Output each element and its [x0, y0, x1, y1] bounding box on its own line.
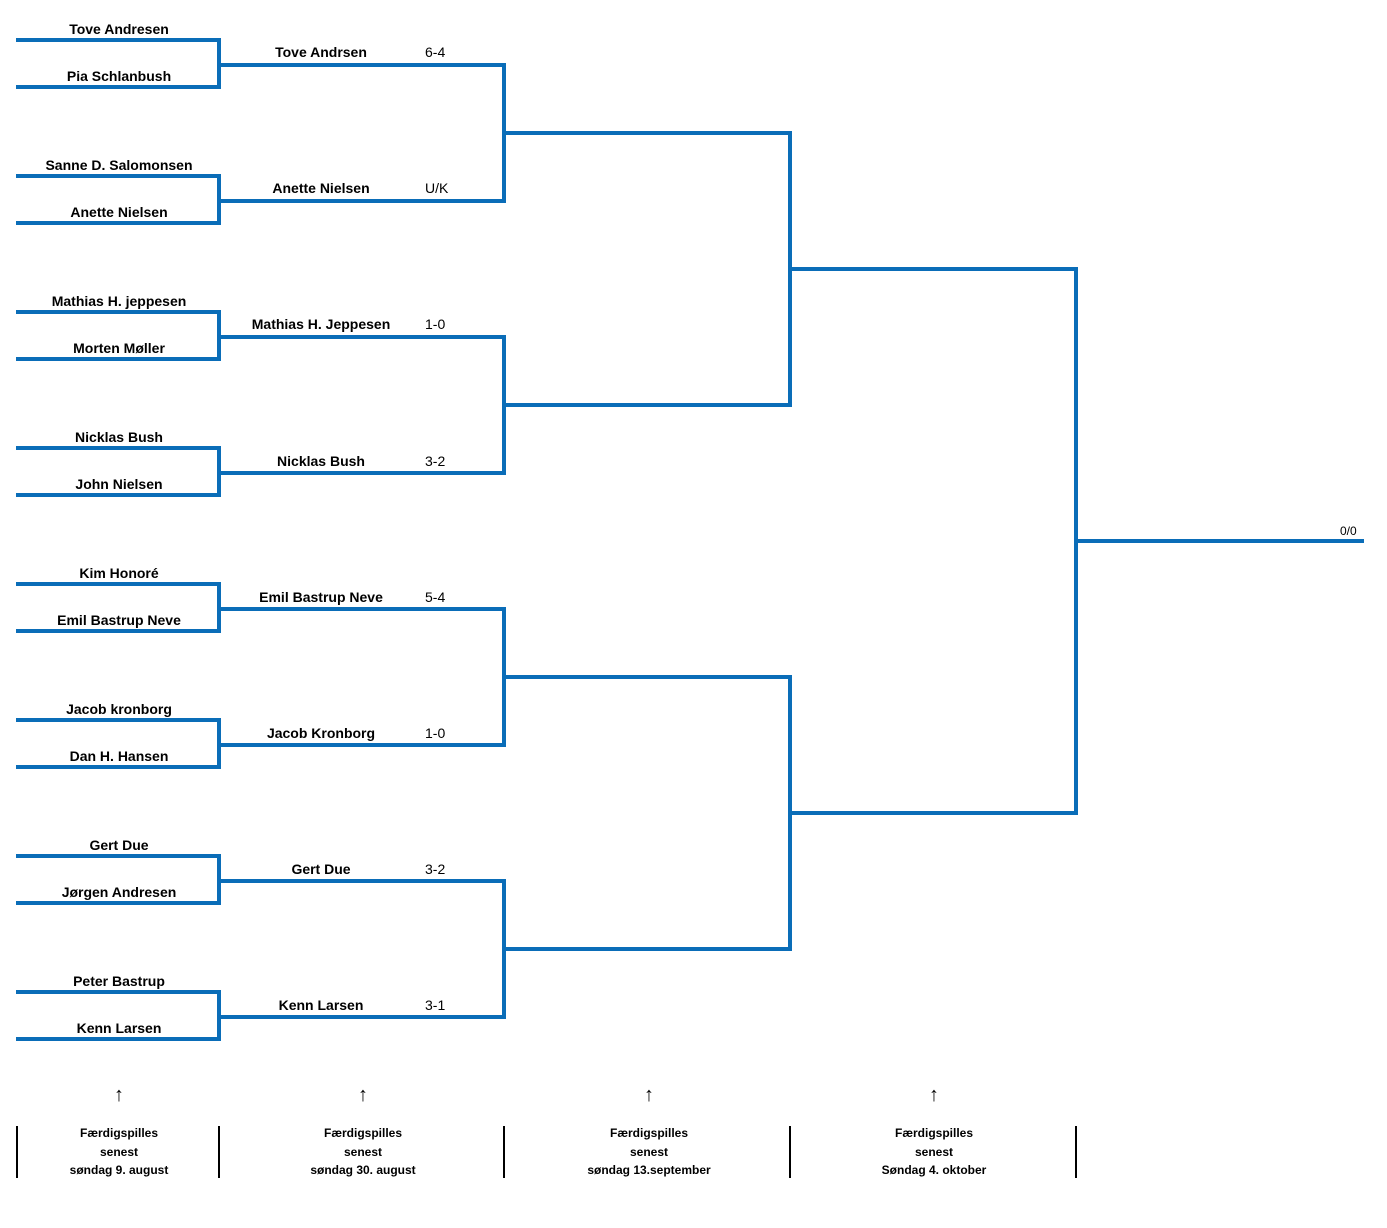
r4-match-bracket: [788, 267, 1078, 815]
r2-score-5: 5-4: [425, 589, 446, 605]
arrow-up-icon: ↑: [929, 1084, 939, 1106]
r3-match-bracket: [502, 675, 792, 951]
r2-score-3: 1-0: [425, 316, 446, 332]
r2-winner-8: Kenn Larsen: [278, 997, 364, 1013]
r1-match1-bottom: Pia Schlanbush: [66, 68, 172, 84]
r2-winner-5: Emil Bastrup Neve: [259, 589, 383, 605]
deadline-line2: senest: [914, 1144, 954, 1159]
deadline-line1: Færdigspilles: [323, 1126, 403, 1140]
deadline-line2: senest: [99, 1144, 139, 1159]
r1-match8-bottom: Kenn Larsen: [76, 1020, 162, 1036]
r1-match3-bottom: Morten Møller: [73, 340, 165, 356]
arrow-up-icon: ↑: [114, 1084, 124, 1106]
r2-winner-4: Nicklas Bush: [277, 453, 365, 469]
r2-score-4: 3-2: [425, 453, 446, 469]
r1-match4-bottom: John Nielsen: [75, 476, 163, 492]
r1-match5-bottom: Emil Bastrup Neve: [57, 612, 181, 628]
r3-match-bracket: [502, 131, 792, 407]
r1-match6-bottom: Dan H. Hansen: [69, 748, 169, 764]
r2-winner-2: Anette Nielsen: [272, 180, 370, 196]
r1-match1-top: Tove Andresen: [69, 21, 169, 37]
deadline-line3: søndag 9. august: [69, 1163, 169, 1177]
arrow-up-icon: ↑: [644, 1084, 654, 1106]
deadline-line3: Søndag 4. oktober: [881, 1163, 987, 1177]
r2-score-1: 6-4: [425, 44, 446, 60]
arrow-up-icon: ↑: [358, 1084, 368, 1106]
r1-match7-top: Gert Due: [89, 837, 149, 853]
r2-winner-7: Gert Due: [291, 861, 351, 877]
r1-match2-top: Sanne D. Salomonsen: [45, 157, 193, 173]
r2-score-8: 3-1: [425, 997, 446, 1013]
r1-match5-top: Kim Honoré: [79, 565, 159, 581]
deadline-line1: Færdigspilles: [79, 1126, 159, 1140]
r1-match8-top: Peter Bastrup: [73, 973, 165, 989]
deadline-line3: søndag 13.september: [587, 1163, 711, 1177]
r2-score-6: 1-0: [425, 725, 446, 741]
r2-winner-1: Tove Andrsen: [275, 44, 367, 60]
r1-match3-top: Mathias H. jeppesen: [51, 293, 187, 309]
deadline-round1: Færdigspilles senest søndag 9. august: [0, 1124, 239, 1180]
r2-winner-3: Mathias H. Jeppesen: [251, 316, 391, 332]
r2-score-7: 3-2: [425, 861, 446, 877]
deadline-round3: Færdigspilles senest søndag 13.september: [529, 1124, 769, 1180]
deadline-line2: senest: [343, 1144, 383, 1159]
r2-score-2: U/K: [425, 180, 449, 196]
deadline-line1: Færdigspilles: [609, 1126, 689, 1140]
r2-winner-6: Jacob Kronborg: [266, 725, 376, 741]
deadline-round2: Færdigspilles senest søndag 30. august: [243, 1124, 483, 1180]
deadline-line1: Færdigspilles: [894, 1126, 974, 1140]
deadline-line3: søndag 30. august: [310, 1163, 416, 1177]
r1-match6-top: Jacob kronborg: [66, 701, 172, 717]
deadline-round4: Færdigspilles senest Søndag 4. oktober: [814, 1124, 1054, 1180]
r1-match2-bottom: Anette Nielsen: [70, 204, 168, 220]
r1-match7-bottom: Jørgen Andresen: [61, 884, 177, 900]
deadline-line2: senest: [629, 1144, 669, 1159]
final-score: 0/0: [1340, 524, 1357, 538]
r1-match4-top: Nicklas Bush: [75, 429, 163, 445]
